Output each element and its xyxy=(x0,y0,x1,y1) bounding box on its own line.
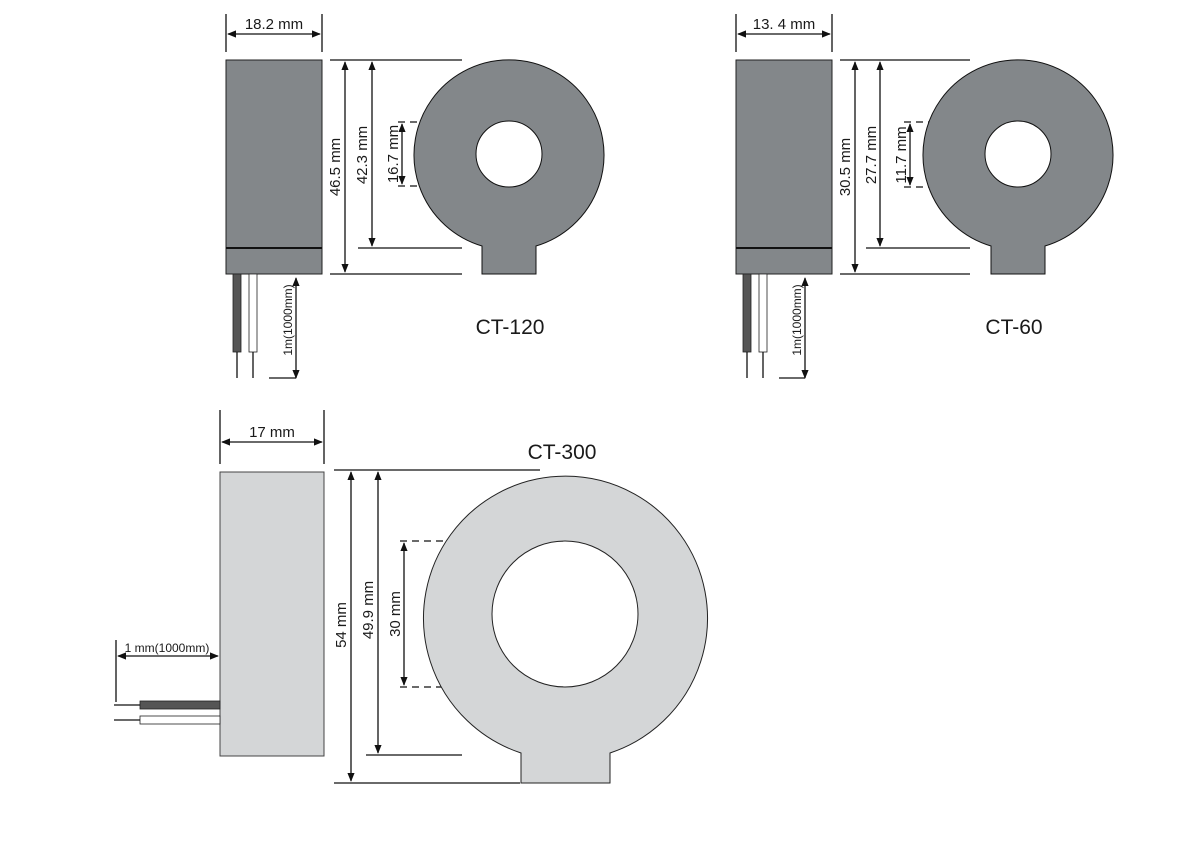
ct300-drawing: 17 mm 1 mm(1000mm) 54 mm 49.9 mm 30 mm C… xyxy=(114,410,708,784)
ct60-title: CT-60 xyxy=(985,316,1042,339)
ct120-wire-light xyxy=(248,273,258,353)
ct120-height-label: 46.5 mm xyxy=(327,138,344,196)
ct300-width-label: 17 mm xyxy=(249,424,295,441)
ct120-side-body xyxy=(225,59,323,275)
ct60-height-label: 30.5 mm xyxy=(837,138,854,196)
ct60-side-body xyxy=(735,59,833,275)
ct120-drawing: 1m(1000mm) 18.2 mm 46.5 mm 42.3 mm 16.7 … xyxy=(225,14,605,379)
ct60-wire-dark xyxy=(742,273,752,353)
ct300-wire-light xyxy=(139,715,221,725)
ct120-width-label: 18.2 mm xyxy=(245,16,303,33)
ct300-ring-hole-label: 30 mm xyxy=(387,591,404,637)
ct60-ring-outer-label: 27.7 mm xyxy=(863,126,880,184)
ct60-ring-hole-label: 11.7 mm xyxy=(893,126,910,183)
ct120-wire-dark xyxy=(232,273,242,353)
ct60-width-label: 13. 4 mm xyxy=(753,16,816,33)
ct300-height-label: 54 mm xyxy=(333,602,350,648)
ct300-ring xyxy=(423,475,708,784)
ct300-lead-label: 1 mm(1000mm) xyxy=(125,641,210,655)
ct120-ring-hole-label: 16.7 mm xyxy=(385,125,402,183)
ct120-ring-outer-label: 42.3 mm xyxy=(354,126,371,184)
ct60-ring xyxy=(922,59,1114,275)
ct60-lead-label: 1m(1000mm) xyxy=(790,284,804,355)
ct120-title: CT-120 xyxy=(476,316,545,339)
ct60-wire-light xyxy=(758,273,768,353)
ct300-side-body xyxy=(219,471,325,757)
ct300-ring-outer-label: 49.9 mm xyxy=(360,581,377,639)
ct120-ring xyxy=(413,59,605,275)
ct300-title: CT-300 xyxy=(528,441,597,464)
ct60-drawing: 1m(1000mm) 13. 4 mm 30.5 mm 27.7 mm 11.7… xyxy=(735,14,1114,379)
ct120-lead-label: 1m(1000mm) xyxy=(281,284,295,355)
ct300-wire-dark xyxy=(139,700,221,710)
